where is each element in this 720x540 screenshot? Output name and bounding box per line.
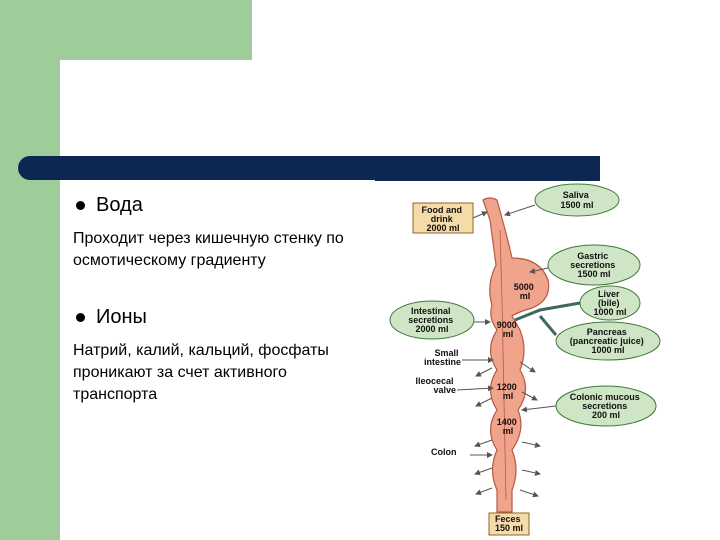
bullet-water-title: Вода bbox=[96, 194, 143, 216]
bullet-ions-text: Натрий, калий, кальций, фосфаты проникаю… bbox=[73, 342, 329, 403]
gi-tract-shape bbox=[482, 197, 550, 513]
bullet-dot-icon bbox=[76, 201, 85, 210]
feces-label: Feces 150 ml bbox=[495, 514, 523, 533]
vol-1400-label: 1400 ml bbox=[497, 417, 520, 436]
bullet-ions: Ионы bbox=[76, 306, 147, 329]
vol-9000-label: 9000 ml bbox=[497, 320, 520, 339]
gi-tract-lumen bbox=[499, 229, 507, 501]
content-corner bbox=[60, 60, 100, 100]
vol-5000-label: 5000 ml bbox=[514, 282, 537, 301]
small-intestine-label: Small intestine bbox=[424, 348, 461, 367]
saliva-label: Saliva 1500 ml bbox=[560, 190, 593, 210]
flow-arrows bbox=[456, 204, 557, 498]
intestinal-label: Intestinal secretions 2000 ml bbox=[408, 306, 456, 334]
ileocecal-label: Ileocecal valve bbox=[415, 376, 456, 395]
intestinal-oval bbox=[389, 300, 475, 340]
pancreas-oval bbox=[555, 321, 661, 361]
title-bar-tail bbox=[375, 176, 600, 181]
gastric-label: Gastric secretions 1500 ml bbox=[570, 251, 618, 279]
colonic-label: Colonic mucous secretions 200 ml bbox=[570, 392, 643, 420]
bullet-dot-icon bbox=[76, 313, 85, 322]
bullet-water-text: Проходит через кишечную стенку по осмоти… bbox=[73, 230, 344, 269]
gi-fluid-diagram: Food and drink 2000 ml Saliva 1500 ml Ga… bbox=[389, 183, 661, 536]
colon-label: Colon bbox=[431, 447, 457, 457]
organ-ducts bbox=[514, 301, 581, 336]
food-box bbox=[412, 202, 474, 234]
bullet-water: Вода bbox=[76, 194, 143, 217]
gastric-oval bbox=[547, 244, 641, 286]
feces-box bbox=[488, 512, 530, 536]
liver-label: Liver (bile) 1000 ml bbox=[593, 289, 626, 317]
vol-1200-label: 1200 ml bbox=[497, 382, 520, 401]
pancreas-label: Pancreas (pancreatic juice) 1000 ml bbox=[570, 327, 647, 355]
food-label: Food and drink 2000 ml bbox=[421, 205, 464, 233]
bullet-ions-title: Ионы bbox=[96, 306, 147, 328]
saliva-oval bbox=[534, 183, 620, 217]
green-side-band bbox=[0, 0, 60, 540]
